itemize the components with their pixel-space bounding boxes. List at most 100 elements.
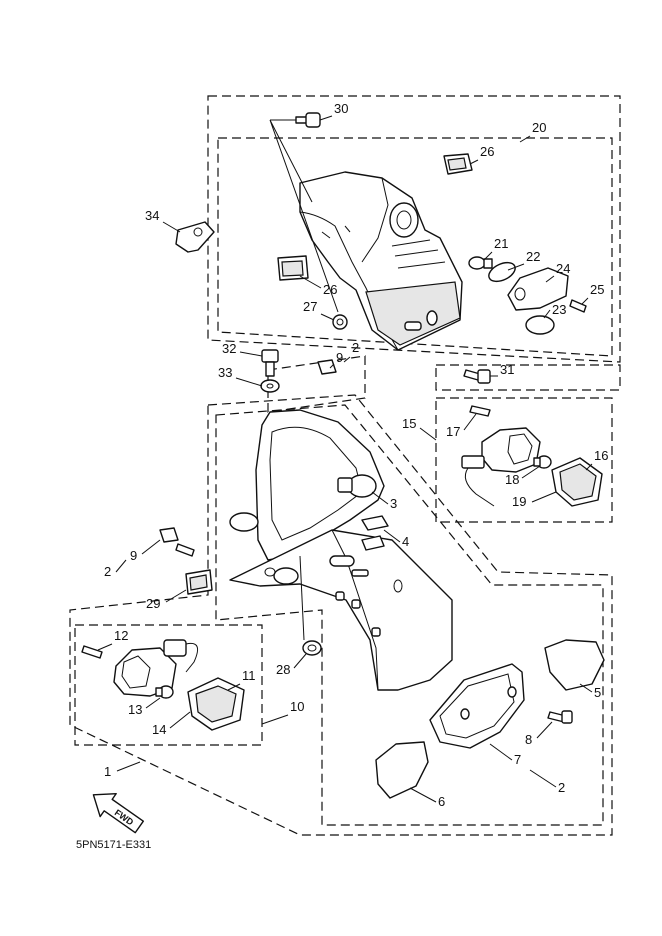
screw-8 bbox=[547, 710, 573, 724]
callout-number-17: 17 bbox=[446, 424, 460, 439]
callout-number-11: 11 bbox=[242, 668, 256, 683]
callout-number-22: 22 bbox=[526, 249, 540, 264]
callout-number-6: 6 bbox=[438, 794, 445, 809]
group-outline-15 bbox=[435, 397, 613, 523]
reflector-26-top bbox=[443, 153, 473, 175]
drawing-reference: 5PN5171-E331 bbox=[76, 839, 151, 851]
callout-leader-13 bbox=[145, 697, 161, 709]
flasher-body-right bbox=[461, 427, 541, 507]
callout-number-2: 2 bbox=[558, 780, 565, 795]
seal-4 bbox=[361, 515, 389, 551]
callout-number-2: 2 bbox=[104, 564, 111, 579]
callout-leader-6 bbox=[409, 787, 437, 803]
lens-11 bbox=[187, 677, 245, 731]
callout-number-13: 13 bbox=[128, 702, 142, 717]
callout-leader-24 bbox=[545, 275, 555, 283]
screw-31 bbox=[463, 369, 491, 384]
callout-number-23: 23 bbox=[552, 302, 566, 317]
gasket-22 bbox=[488, 261, 516, 283]
callout-number-26: 26 bbox=[323, 282, 337, 297]
callout-leader-1 bbox=[116, 761, 141, 772]
callout-leader-4 bbox=[383, 529, 401, 543]
callout-leader-28 bbox=[293, 653, 307, 669]
group-outline-10 bbox=[74, 624, 263, 746]
callout-number-9: 9 bbox=[336, 350, 343, 365]
callout-leader-10 bbox=[261, 714, 289, 725]
lens-23 bbox=[525, 315, 555, 335]
callout-number-32: 32 bbox=[222, 341, 236, 356]
side-cover-5 bbox=[544, 639, 605, 691]
callout-number-26: 26 bbox=[480, 144, 494, 159]
tail-light-housing bbox=[229, 409, 385, 561]
bracket-34 bbox=[175, 221, 215, 253]
callout-leader-8 bbox=[536, 721, 553, 739]
stud-line-28 bbox=[299, 555, 305, 641]
callout-number-19: 19 bbox=[512, 494, 526, 509]
callout-leader-15 bbox=[419, 427, 437, 441]
callout-number-28: 28 bbox=[276, 662, 290, 677]
callout-leader-14 bbox=[169, 711, 191, 729]
callout-number-14: 14 bbox=[152, 722, 166, 737]
group-outline-31 bbox=[435, 364, 621, 391]
callout-leader-9 bbox=[329, 363, 335, 369]
callout-leader-26 bbox=[469, 159, 479, 165]
screw-2-left bbox=[175, 543, 195, 557]
callout-number-3: 3 bbox=[390, 496, 397, 511]
group-outline-20 bbox=[217, 137, 613, 357]
callout-leader-21 bbox=[483, 251, 493, 261]
callout-number-7: 7 bbox=[514, 752, 521, 767]
callout-number-4: 4 bbox=[402, 534, 409, 549]
callout-leader-29 bbox=[165, 589, 187, 603]
callout-number-20: 20 bbox=[532, 120, 546, 135]
callout-leader-26 bbox=[299, 275, 322, 289]
callout-leader-27 bbox=[320, 313, 335, 321]
nut-27 bbox=[332, 314, 348, 330]
tail-lens-cover-7 bbox=[429, 663, 525, 749]
bulb-13 bbox=[155, 685, 174, 699]
callout-number-31: 31 bbox=[500, 362, 514, 377]
side-cover-6 bbox=[375, 741, 429, 799]
lens-16 bbox=[551, 457, 603, 507]
callout-leader-11 bbox=[227, 683, 241, 691]
callout-number-1: 1 bbox=[104, 764, 111, 779]
callout-leader-7 bbox=[489, 743, 513, 761]
group-outline-32-33-9 bbox=[267, 355, 366, 413]
group-outline-2 bbox=[215, 404, 604, 826]
callout-leader-16 bbox=[585, 463, 593, 471]
callout-leader-32 bbox=[239, 351, 263, 357]
callout-number-5: 5 bbox=[594, 685, 601, 700]
callout-leader-33 bbox=[235, 377, 263, 387]
callout-leader-22 bbox=[507, 263, 525, 271]
callout-leader-2 bbox=[529, 769, 557, 788]
callout-number-34: 34 bbox=[145, 208, 159, 223]
rear-fender bbox=[229, 529, 453, 691]
screw-12 bbox=[81, 645, 103, 659]
group-outline-1 bbox=[69, 394, 613, 836]
callout-number-2: 2 bbox=[352, 340, 359, 355]
callout-number-24: 24 bbox=[556, 261, 570, 276]
clip-9-left bbox=[159, 527, 179, 543]
callout-number-30: 30 bbox=[334, 101, 348, 116]
bolt-32 bbox=[261, 349, 279, 377]
bulb-21 bbox=[468, 256, 493, 270]
callout-number-10: 10 bbox=[290, 699, 304, 714]
callout-number-29: 29 bbox=[146, 596, 160, 611]
callout-number-33: 33 bbox=[218, 365, 232, 380]
callout-leader-9 bbox=[141, 539, 161, 555]
screw-25 bbox=[569, 299, 587, 313]
bulb-18 bbox=[533, 455, 552, 469]
callout-leader-20 bbox=[519, 135, 531, 143]
callout-number-27: 27 bbox=[303, 299, 317, 314]
rear-cover-assembly bbox=[299, 171, 463, 351]
group-outline-upper bbox=[207, 95, 621, 363]
callout-leader-18 bbox=[521, 465, 541, 479]
callout-leader-30 bbox=[319, 115, 333, 121]
callout-leader-19 bbox=[531, 491, 557, 503]
license-light-24 bbox=[507, 267, 569, 311]
callout-number-15: 15 bbox=[402, 416, 416, 431]
forward-direction-arrow: FWD bbox=[92, 792, 145, 834]
screw-17 bbox=[469, 405, 491, 417]
callout-leader-2 bbox=[115, 559, 127, 573]
callout-leader-17 bbox=[463, 413, 477, 431]
